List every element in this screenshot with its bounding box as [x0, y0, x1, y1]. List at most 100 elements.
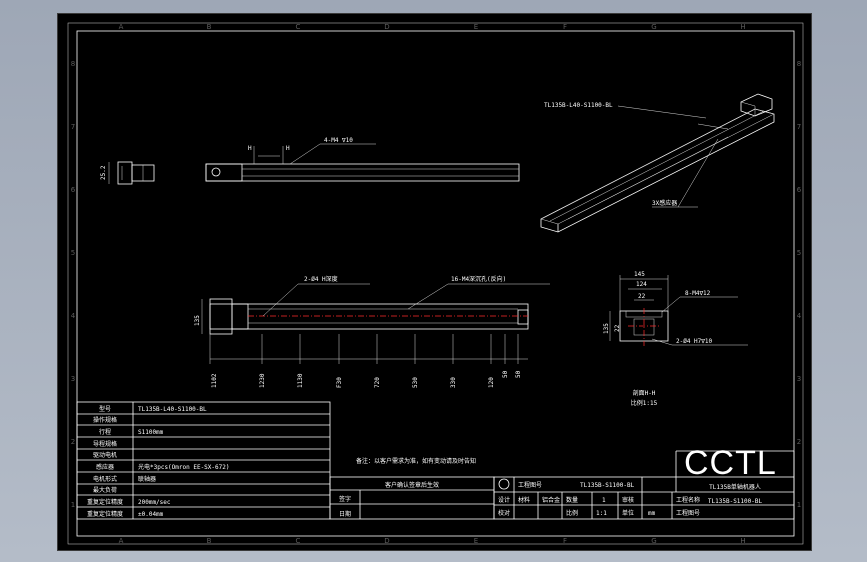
section-sub-dim: 22	[614, 324, 621, 332]
row-label: 4	[797, 312, 802, 320]
company-logo: CCTL	[684, 444, 777, 482]
section-view: 145 124 22 135 22 8-M4∇12 2-Ø4 H7∇10 剖面H…	[603, 271, 748, 407]
spec-label: 操作规格	[93, 416, 117, 424]
end-view: 25.2	[100, 161, 155, 185]
top-hole-note: 4-M4 ∇10	[324, 137, 353, 144]
front-chain-dim: 120	[488, 377, 495, 388]
front-chain-dim: 50	[515, 370, 522, 378]
inner-border	[76, 30, 795, 537]
row-label: 8	[797, 60, 801, 68]
spec-label: 重复定位精度	[87, 510, 123, 518]
grid-labels: A B C D E F G H A B C D E F G H 8 7 6 5 …	[71, 23, 802, 545]
col-label: E	[474, 23, 478, 31]
front-chain-dim: 50	[502, 370, 509, 378]
col-label: D	[384, 23, 389, 31]
iso-sensor-note: 3X感应器	[652, 199, 677, 207]
col-label: F	[563, 537, 567, 545]
row-label: 2	[797, 438, 801, 446]
front-chain-dim: F30	[336, 377, 343, 388]
scale-label: 比例	[566, 509, 578, 517]
row-label: 7	[71, 123, 75, 131]
section-height-dim: 135	[603, 323, 610, 334]
front-chain-dim: 1102	[211, 373, 218, 388]
spec-value: ±0.04mm	[138, 511, 164, 518]
spec-label: 型号	[99, 405, 111, 413]
top-view: H H 4-M4 ∇10	[205, 137, 520, 182]
spec-value: 联轴器	[138, 475, 156, 483]
spec-label: 电机形式	[93, 475, 117, 483]
material-value: 铝合金	[542, 496, 560, 504]
section-slot-dim: 22	[638, 293, 646, 300]
iso-model-label: TL135B-L40-S1100-BL	[544, 102, 613, 109]
section-pin-note: 2-Ø4 H7∇10	[676, 338, 713, 345]
cad-drawing: A B C D E F G H A B C D E F G H 8 7 6 5 …	[67, 22, 804, 545]
col-label: G	[651, 537, 656, 545]
section-scale: 比例1:15	[631, 399, 658, 407]
design-label: 设计	[498, 496, 510, 504]
part-code: TL135B-S1100-BL	[708, 498, 763, 505]
front-chain-dim: 330	[450, 377, 457, 388]
col-label: B	[207, 23, 212, 31]
front-pin-note: 2-Ø4 H深度	[304, 275, 338, 283]
sign-label: 签字	[339, 495, 351, 503]
outer-border	[67, 22, 804, 545]
col-label: A	[119, 23, 124, 31]
row-label: 1	[797, 501, 801, 509]
col-label: G	[651, 23, 656, 31]
confirm-block: 客户确认签章后生效 签字 日期	[329, 476, 495, 520]
spec-value: S1100mm	[138, 429, 164, 436]
spec-label: 最大负荷	[93, 486, 117, 494]
front-view: 135 2-Ø4 H深度 16-M4深沉孔(反向) 1102 1230 1130…	[194, 275, 550, 388]
date-label: 日期	[339, 510, 351, 518]
product-name: TL135B单轴机器人	[709, 483, 761, 491]
drawing-sheet: A B C D E F G H A B C D E F G H 8 7 6 5 …	[57, 13, 812, 551]
section-width-dim: 145	[634, 271, 645, 278]
top-h-right: H	[286, 145, 290, 152]
qty-value: 1	[602, 497, 606, 504]
spec-label: 导程规格	[93, 440, 117, 448]
unit-value: mm	[648, 510, 656, 517]
front-tap-note: 16-M4深沉孔(反向)	[451, 275, 506, 283]
spec-value: 200mm/sec	[138, 499, 171, 506]
unit-label: 单位	[622, 509, 634, 517]
row-label: 4	[71, 312, 76, 320]
row-label: 6	[797, 186, 802, 194]
section-caption: 剖面H-H	[633, 389, 656, 397]
front-chain-dim: 1230	[259, 373, 266, 388]
front-height-dim: 135	[194, 315, 201, 326]
row-label: 3	[797, 375, 801, 383]
title-block: 工程图号 TL135B-S1100-BL 设计 校对 材料 铝合金 数量 1 比…	[493, 444, 795, 520]
spec-table: 型号 TL135B-L40-S1100-BL 操作规格 行程 S1100mm 导…	[76, 401, 331, 520]
col-label: E	[474, 537, 478, 545]
section-inner-dim: 124	[636, 281, 647, 288]
remark-note: 备注：以客户需求为准，如有变动请及时告知	[356, 457, 476, 465]
projection-symbol-icon	[498, 478, 510, 490]
row-label: 5	[797, 249, 801, 257]
col-label: A	[119, 537, 124, 545]
row-label: 1	[71, 501, 75, 509]
row-label: 7	[797, 123, 801, 131]
front-chain-dim: 530	[412, 377, 419, 388]
col-label: C	[296, 23, 301, 31]
top-h-left: H	[248, 145, 252, 152]
drawing-number: TL135B-S1100-BL	[580, 482, 635, 489]
spec-label: 行程	[99, 428, 111, 436]
qty-label: 数量	[566, 496, 578, 504]
section-tap-note: 8-M4∇12	[685, 290, 711, 297]
col-label: B	[207, 537, 212, 545]
check-label: 校对	[498, 509, 510, 517]
col-label: F	[563, 23, 567, 31]
sheet-label-2: 工程图号	[676, 509, 700, 517]
row-label: 8	[71, 60, 75, 68]
confirm-note: 客户确认签章后生效	[385, 481, 439, 489]
col-label: H	[740, 537, 745, 545]
spec-value: TL135B-L40-S1100-BL	[138, 406, 207, 413]
company-label: 工程名称	[676, 496, 700, 504]
row-label: 3	[71, 375, 75, 383]
front-chain-dim: 1130	[297, 373, 304, 388]
row-label: 5	[71, 249, 75, 257]
col-label: D	[384, 537, 389, 545]
spec-label: 感应器	[96, 463, 114, 471]
col-label: C	[296, 537, 301, 545]
front-chain-dim: 720	[374, 377, 381, 388]
